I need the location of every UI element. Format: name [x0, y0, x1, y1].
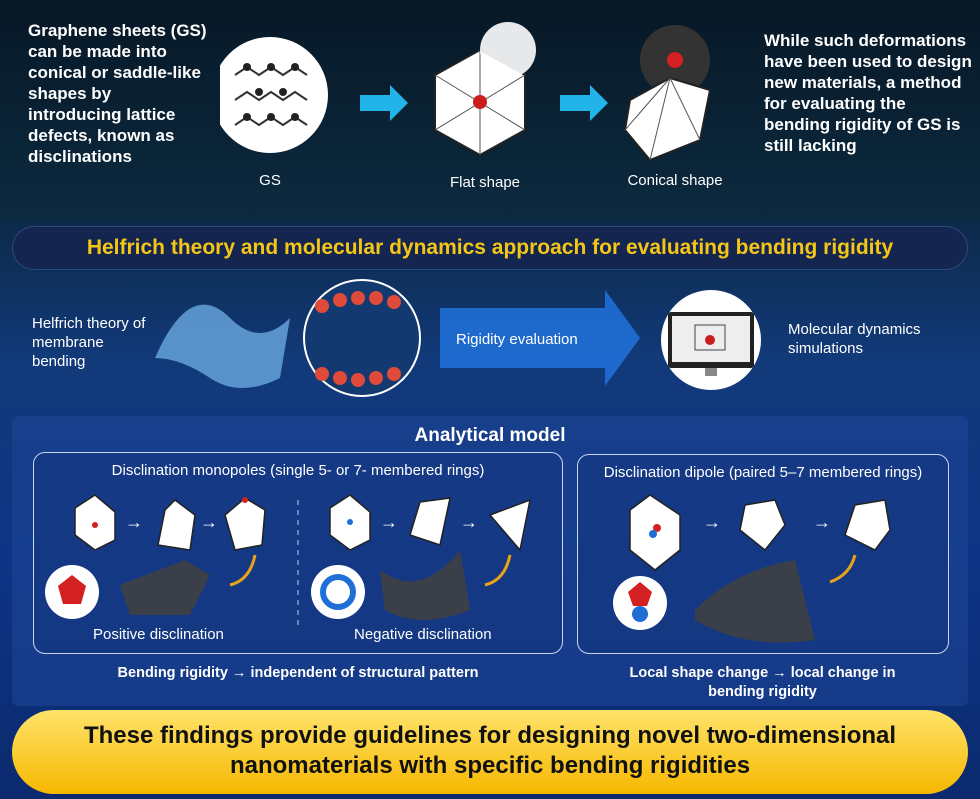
- conclusion-monopoles: Bending rigidity → independent of struct…: [117, 665, 479, 681]
- dipole-illustrations: →→: [613, 494, 891, 643]
- saddle-surface-icon: [155, 304, 290, 388]
- graphene-shapes-illustration: [220, 22, 712, 162]
- membrane-illustration: [155, 279, 640, 397]
- caption-flat: Flat shape: [449, 174, 521, 191]
- arrow-icon: [360, 85, 408, 121]
- lipid-bilayer-icon: [303, 279, 421, 397]
- intro-text: Graphene sheets (GS) can be made into co…: [28, 21, 207, 166]
- negative-disclination-label: Negative disclination: [354, 626, 492, 643]
- monopole-illustrations: → → → →: [45, 494, 532, 625]
- helfrich-label: Helfrich theory of membrane bending: [32, 315, 146, 370]
- rigidity-evaluation-label: Rigidity evaluation: [456, 331, 578, 348]
- flat-shape-icon: [434, 22, 536, 157]
- conical-shape-icon: [623, 25, 712, 162]
- approach-banner: Helfrich theory and molecular dynamics a…: [12, 226, 968, 270]
- conclusion-dipole: Local shape change → local change in ben…: [629, 665, 896, 700]
- svg-text:→: →: [460, 512, 478, 532]
- dipole-sheet-icon: [695, 560, 815, 643]
- arrow-icon: [560, 85, 608, 121]
- rigidity-arrow-icon: [440, 290, 640, 386]
- analytical-model-title: Analytical model: [414, 425, 566, 446]
- cone-sheet-icon: [120, 560, 210, 615]
- monopoles-title: Disclination monopoles (single 5- or 7- …: [111, 462, 485, 479]
- final-conclusion-text: These findings provide guidelines for de…: [83, 722, 897, 779]
- caption-conical: Conical shape: [627, 172, 723, 189]
- md-label: Molecular dynamics simulations: [788, 321, 921, 357]
- svg-text:→: →: [703, 512, 721, 532]
- final-conclusion-banner: These findings provide guidelines for de…: [12, 710, 968, 794]
- saddle-sheet-icon: [380, 550, 470, 620]
- svg-text:→: →: [380, 512, 398, 532]
- svg-text:→: →: [813, 512, 831, 532]
- graphene-sheet-icon: [220, 37, 328, 153]
- heptagon-ring-icon: [311, 565, 365, 619]
- problem-text: While such deformations have been used t…: [764, 31, 972, 155]
- dipole-title: Disclination dipole (paired 5–7 membered…: [603, 464, 923, 481]
- caption-gs: GS: [259, 172, 281, 189]
- svg-text:→: →: [200, 512, 218, 532]
- computer-monitor-icon: [661, 290, 761, 390]
- svg-text:→: →: [125, 512, 143, 532]
- positive-disclination-label: Positive disclination: [93, 626, 224, 643]
- analytical-model-panel: [12, 416, 968, 706]
